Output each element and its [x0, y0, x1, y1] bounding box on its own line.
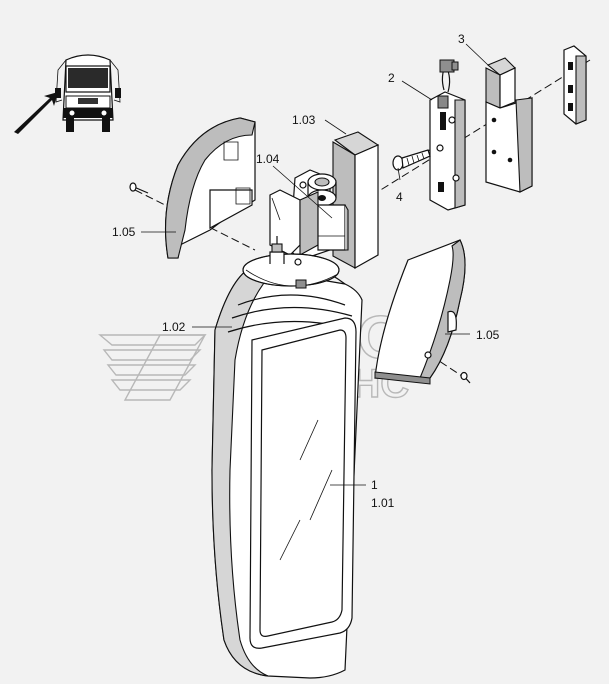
label-part-1-02: 1.02 [162, 320, 186, 334]
label-part-4: 4 [396, 190, 403, 204]
leader-lines [141, 43, 489, 486]
label-part-1-04: 1.04 [256, 152, 280, 166]
bus-location-icon [14, 54, 121, 134]
label-part-1-01: 1.01 [371, 496, 395, 510]
label-part-2: 2 [388, 71, 395, 85]
part-1-05-left-cover [129, 117, 256, 259]
part-3-bracket [563, 45, 587, 125]
part-3-plate [485, 57, 533, 193]
watermark-logo [98, 334, 207, 401]
part-1-04-pivot [269, 169, 349, 272]
label-part-3: 3 [458, 32, 465, 46]
part-1-05-right-cover [374, 239, 471, 385]
label-part-1: 1 [371, 478, 378, 492]
pointer-arrow-icon [14, 92, 58, 134]
label-part-1-05-left: 1.05 [112, 225, 136, 239]
label-part-1-05-right: 1.05 [476, 328, 500, 342]
label-part-1-03: 1.03 [292, 113, 316, 127]
part-labels: 3 2 1.03 1.04 4 1.05 1.02 1.05 1 1.01 [112, 32, 500, 510]
part-4-screw [392, 149, 431, 171]
part-1-01-mirror-glass [249, 317, 357, 649]
part-2-bracket [429, 59, 466, 211]
